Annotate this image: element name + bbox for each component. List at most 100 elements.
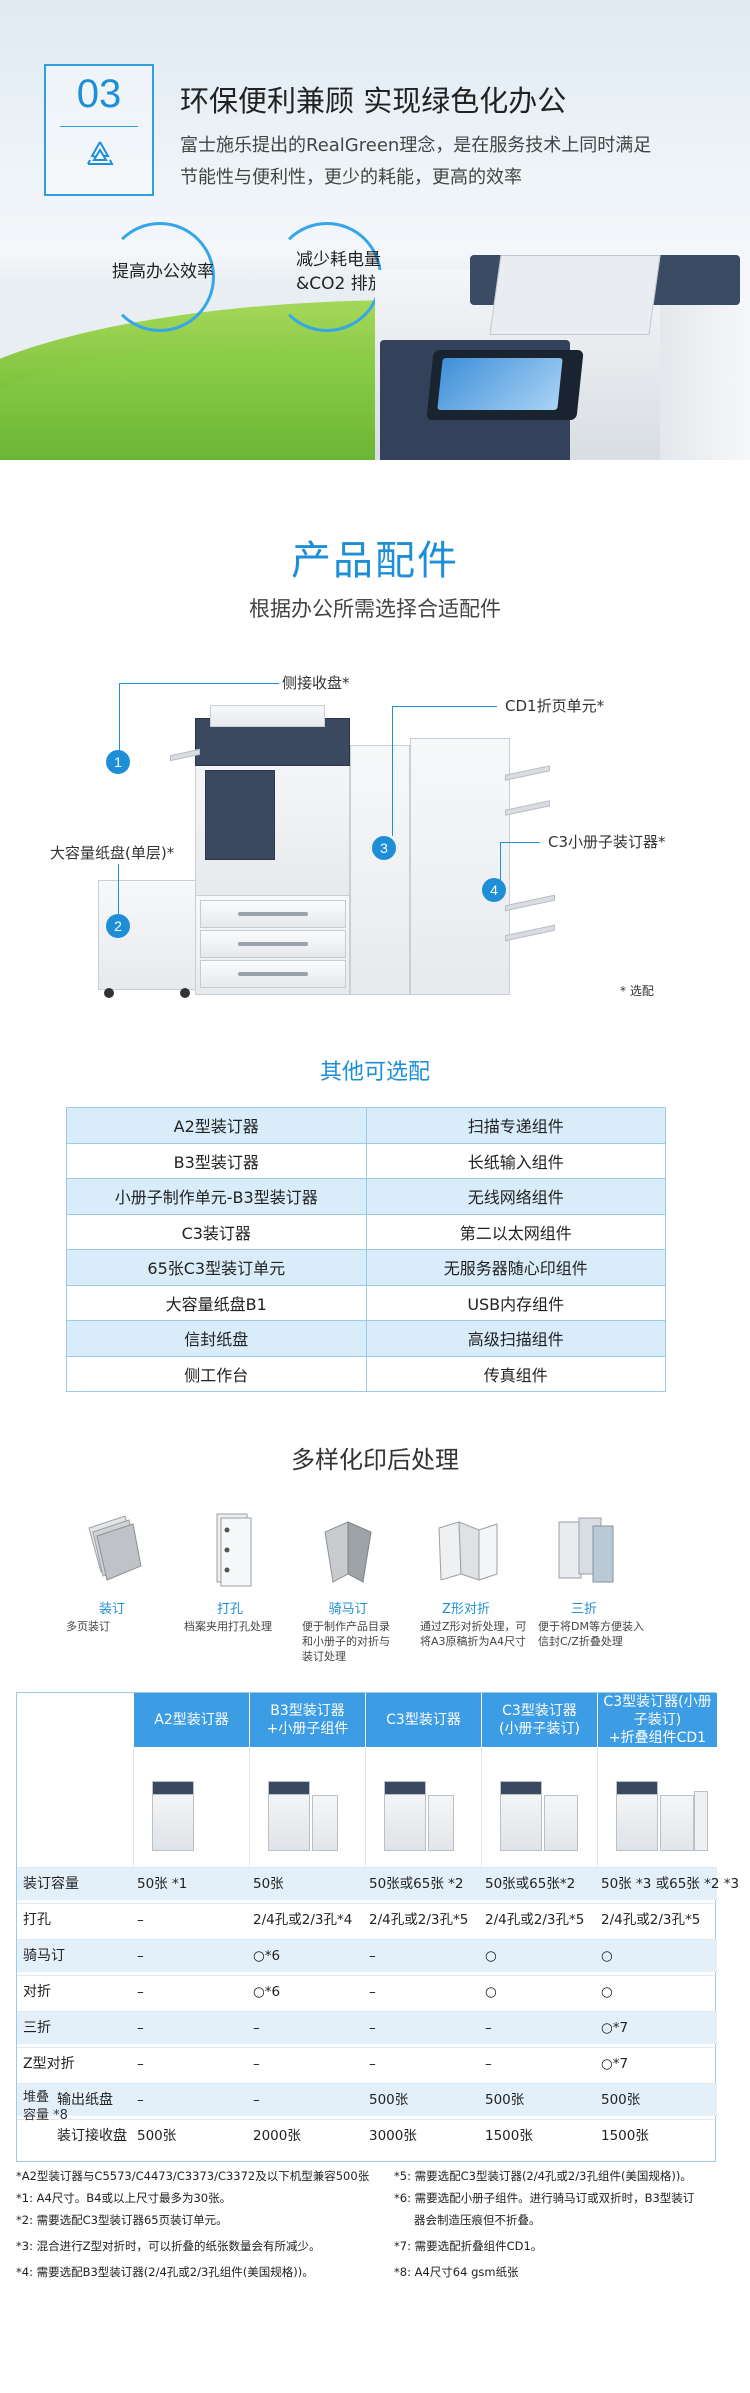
- table-cell: 2/4孔或2/3孔*5: [485, 1912, 585, 1928]
- callout-3-badge: 3: [372, 836, 396, 860]
- table-cell: ○: [485, 1948, 497, 1964]
- finishing-name: 三折: [570, 1602, 597, 1617]
- table-cell: 500张: [485, 2092, 525, 2108]
- stack-capacity-label: 堆叠容量 *8: [23, 2090, 68, 2123]
- option-cell: 传真组件: [365, 1355, 666, 1392]
- divider: [60, 126, 138, 127]
- option-cell: 大容量纸盘B1: [66, 1284, 367, 1321]
- option-cell: 扫描专递组件: [365, 1107, 666, 1144]
- table-cell: –: [137, 2020, 144, 2036]
- table-row: 65张C3型装订单元无服务器随心印组件: [66, 1249, 666, 1286]
- leader-line: [119, 683, 159, 753]
- finisher-image: [133, 1747, 249, 1867]
- callout-1-label: 侧接收盘*: [282, 674, 350, 692]
- finisher-image: [365, 1747, 481, 1867]
- table-cell: ○: [601, 1984, 613, 2000]
- hero-subtitle: 富士施乐提出的RealGreen理念，是在服务技术上同时满足 节能性与便利性，更…: [180, 130, 700, 194]
- footnote: *8: A4尺寸64 gsm纸张: [394, 2265, 519, 2279]
- table-cell: 1500张: [485, 2128, 533, 2144]
- finishing-item-punch: 打孔 档案夹用打孔处理: [160, 1508, 300, 1634]
- drawer: [200, 930, 346, 958]
- option-cell: B3型装订器: [66, 1142, 367, 1179]
- callout-2-label: 大容量纸盘(单层)*: [50, 844, 175, 862]
- table-row: 对折–○*6–○○: [17, 1975, 717, 2008]
- accessories-title: 产品配件: [291, 538, 459, 584]
- row-label: 三折: [23, 2020, 51, 2036]
- option-cell: 侧工作台: [66, 1355, 367, 1392]
- table-cell: –: [137, 1984, 144, 2000]
- table-cell: ○*6: [253, 1984, 281, 2000]
- table-cell: 2000张: [253, 2128, 301, 2144]
- option-cell: 长纸输入组件: [365, 1142, 666, 1179]
- footnote: *6: 需要选配小册子组件。进行骑马订或双折时，B3型装订: [394, 2191, 695, 2205]
- footnote: *5: 需要选配C3型装订器(2/4孔或2/3孔组件(美国规格))。: [394, 2169, 692, 2183]
- finisher-tray: [505, 924, 555, 942]
- doc-feeder: [210, 705, 325, 727]
- option-cell: 无服务器随心印组件: [365, 1249, 666, 1286]
- table-cell: –: [253, 2020, 260, 2036]
- energy-label-line1: 减少耗电量: [296, 250, 381, 270]
- option-cell: A2型装订器: [66, 1107, 367, 1144]
- finishing-desc: 多页装订: [66, 1620, 110, 1633]
- table-row: Z型对折––––○*7: [17, 2047, 717, 2080]
- leader-line: [159, 683, 279, 684]
- efficiency-ring: [105, 222, 215, 332]
- table-row: 三折––––○*7: [17, 2011, 717, 2044]
- footnote: *3: 混合进行Z型对折时，可以折叠的纸张数量会有所减少。: [16, 2239, 321, 2253]
- column-header: C3型装订器: [365, 1693, 481, 1747]
- punched-pages-icon: [216, 1513, 252, 1587]
- other-options-title: 其他可选配: [319, 1060, 430, 1085]
- option-cell: 无线网络组件: [365, 1178, 666, 1215]
- table-cell: ○*7: [601, 2056, 629, 2072]
- callout-4-label: C3小册子装订器*: [548, 833, 666, 851]
- option-cell: USB内存组件: [365, 1284, 666, 1321]
- callout-4-badge: 4: [482, 878, 506, 902]
- column-header: B3型装订器 +小册子组件: [249, 1693, 365, 1747]
- footnote: *A2型装订器与C5573/C4473/C3373/C3372及以下机型兼容50…: [16, 2169, 370, 2183]
- table-cell: 50张: [253, 1876, 284, 1892]
- table-row: C3装订器第二以太网组件: [66, 1213, 666, 1250]
- option-cell: 高级扫描组件: [365, 1320, 666, 1357]
- section-number-box: 03: [44, 64, 154, 196]
- option-cell: 信封纸盘: [66, 1320, 367, 1357]
- finishing-item-staple: 装订 多页装订: [42, 1508, 182, 1634]
- wheel: [104, 988, 114, 998]
- table-cell: ○*6: [253, 1948, 281, 1964]
- row-label: 骑马订: [23, 1948, 65, 1964]
- row-label: 打孔: [23, 1912, 51, 1928]
- table-cell: 3000张: [369, 2128, 417, 2144]
- callout-3-label: CD1折页单元*: [505, 697, 605, 715]
- corner-image-cell: [17, 1747, 133, 1867]
- hero-printer-screen: [437, 358, 563, 410]
- finishing-title: 多样化印后处理: [291, 1446, 459, 1474]
- output-area: [205, 770, 275, 860]
- hero-printer-feeder: [489, 255, 661, 335]
- finisher-image: [597, 1747, 717, 1867]
- finishing-desc: 通过Z形对折处理，可将A3原稿折为A4尺寸: [420, 1620, 527, 1648]
- z-fold-icon: [438, 1521, 498, 1581]
- table-cell: 500张: [369, 2092, 409, 2108]
- table-row: A2型装订器扫描专递组件: [66, 1107, 666, 1144]
- finishing-item-saddle: 骑马订 便于制作产品目录和小册子的对折与装订处理: [278, 1508, 418, 1664]
- table-cell: –: [485, 2020, 492, 2036]
- row-label: 输出纸盘: [57, 2092, 113, 2108]
- table-cell: 2/4孔或2/3孔*5: [369, 1912, 469, 1928]
- table-cell: –: [137, 1948, 144, 1964]
- footnote: *4: 需要选配B3型装订器(2/4孔或2/3孔组件(美国规格))。: [16, 2265, 314, 2279]
- leader-line: [392, 706, 393, 836]
- column-header: C3型装订器(小册子装订) +折叠组件CD1: [597, 1693, 717, 1747]
- table-cell: 2/4孔或2/3孔*5: [601, 1912, 701, 1928]
- cd1-folder-unit: [350, 745, 410, 995]
- wheel: [180, 988, 190, 998]
- hero-title: 环保便利兼顾 实现绿色化办公: [180, 84, 567, 118]
- finishing-item-zfold: Z形对折 通过Z形对折处理，可将A3原稿折为A4尺寸: [396, 1508, 536, 1649]
- drawer: [200, 900, 346, 928]
- table-cell: –: [369, 2020, 376, 2036]
- tri-fold-icon: [558, 1517, 614, 1583]
- table-cell: ○: [601, 1948, 613, 1964]
- column-header: A2型装订器: [133, 1693, 249, 1747]
- row-label: 对折: [23, 1984, 51, 2000]
- option-cell: 第二以太网组件: [365, 1213, 666, 1250]
- table-cell: –: [369, 2056, 376, 2072]
- other-options-table: A2型装订器扫描专递组件 B3型装订器长纸输入组件 小册子制作单元-B3型装订器…: [66, 1107, 666, 1392]
